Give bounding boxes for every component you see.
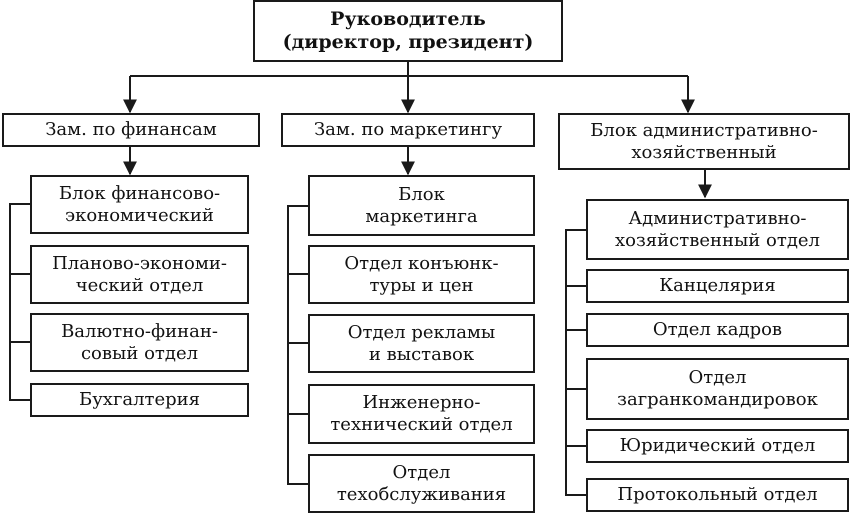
admin-unit-label: Канцелярия: [659, 275, 776, 297]
root-box: Руководитель (директор, президент): [253, 0, 563, 62]
finance-unit-label: Бухгалтерия: [78, 389, 201, 411]
marketing-unit-box: Инженерно- технический отдел: [308, 384, 535, 444]
admin-unit-label: Административно- хозяйственный отдел: [615, 207, 820, 251]
admin-unit-label: Юридический отдел: [619, 435, 816, 457]
admin-unit-label: Отдел загранкомандировок: [617, 367, 818, 410]
marketing-bracket: [287, 205, 308, 485]
finance-unit-box: Валютно-финан- совый отдел: [30, 313, 249, 372]
admin-unit-box: Отдел кадров: [586, 313, 849, 347]
finance-bracket: [9, 203, 30, 401]
admin-unit-label: Отдел кадров: [652, 319, 783, 341]
deputy-finance-box: Зам. по финансам: [2, 113, 260, 147]
marketing-unit-label: Отдел рекламы и выставок: [347, 321, 496, 365]
admin-unit-box: Канцелярия: [586, 269, 849, 303]
admin-unit-box: Отдел загранкомандировок: [586, 358, 849, 420]
finance-unit-label: Валютно-финан- совый отдел: [61, 320, 218, 364]
marketing-unit-box: Отдел конъюнк- туры и цен: [308, 245, 535, 304]
admin-unit-box: Административно- хозяйственный отдел: [586, 199, 849, 260]
marketing-unit-label: Блок маркетинга: [365, 183, 478, 227]
deputy-marketing-box: Зам. по маркетингу: [281, 113, 535, 147]
marketing-unit-box: Отдел техобслуживания: [308, 454, 535, 513]
marketing-unit-label: Отдел конъюнк- туры и цен: [344, 252, 499, 296]
marketing-unit-box: Отдел рекламы и выставок: [308, 314, 535, 373]
marketing-unit-box: Блок маркетинга: [308, 175, 535, 236]
root-label: Руководитель (директор, президент): [282, 8, 534, 53]
finance-unit-box: Планово-экономи- ческий отдел: [30, 245, 249, 304]
admin-unit-box: Протокольный отдел: [586, 478, 849, 512]
finance-unit-label: Планово-экономи- ческий отдел: [52, 252, 227, 296]
deputy-finance-label: Зам. по финансам: [45, 119, 217, 141]
finance-unit-box: Блок финансово- экономический: [30, 175, 249, 234]
admin-block-box: Блок административно- хозяйственный: [558, 113, 850, 170]
marketing-unit-label: Отдел техобслуживания: [336, 461, 507, 505]
admin-block-label: Блок административно- хозяйственный: [590, 119, 818, 163]
admin-unit-box: Юридический отдел: [586, 429, 849, 463]
admin-unit-label: Протокольный отдел: [617, 484, 818, 506]
finance-unit-box: Бухгалтерия: [30, 383, 249, 417]
marketing-unit-label: Инженерно- технический отдел: [330, 392, 513, 435]
admin-bracket: [565, 229, 586, 496]
finance-unit-label: Блок финансово- экономический: [58, 182, 221, 226]
deputy-marketing-label: Зам. по маркетингу: [313, 119, 503, 141]
